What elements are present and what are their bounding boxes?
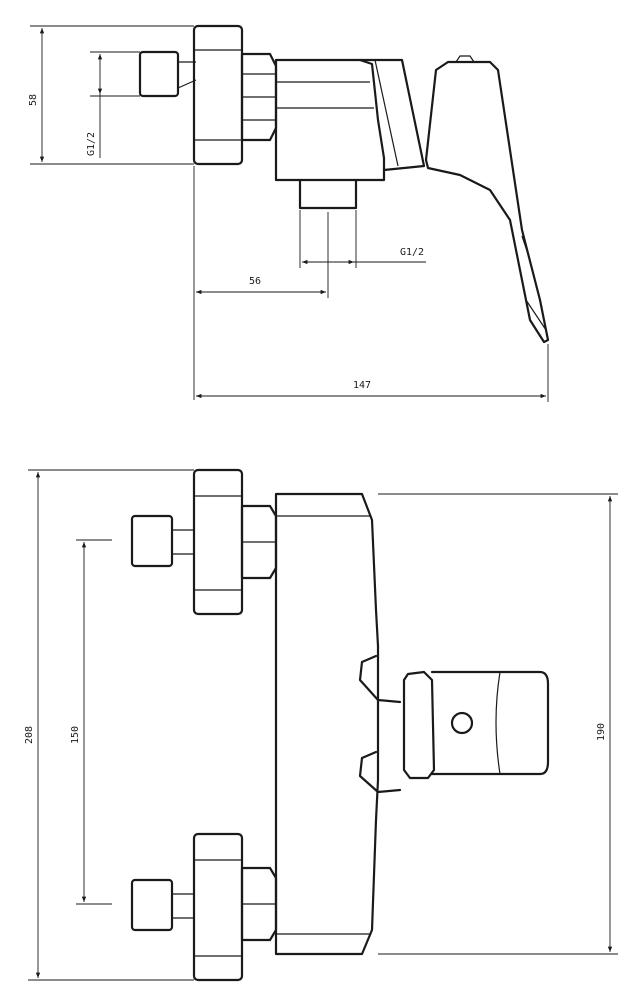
- side-view: 58 G1/2 G1/2 56 147: [28, 24, 550, 402]
- dim-height-58: 58: [28, 94, 39, 106]
- outlet-stub-side: [298, 178, 358, 210]
- dim-depth-56: 56: [249, 276, 261, 287]
- dim-body-height-190: 190: [596, 723, 607, 741]
- cartridge-collar: [358, 58, 426, 172]
- inlet-stub-bottom: [130, 878, 174, 932]
- dim-thread-inlet: G1/2: [86, 132, 97, 156]
- wall-flange-bottom: [192, 832, 244, 982]
- lever-face: [402, 670, 436, 780]
- dim-thread-outlet: G1/2: [400, 247, 424, 258]
- lever-handle-side: [424, 60, 550, 344]
- mixer-body-side: [274, 58, 386, 182]
- inlet-stub-side: [138, 50, 180, 98]
- dim-inlet-spacing-150: 150: [70, 726, 81, 744]
- dim-length-147: 147: [353, 380, 371, 391]
- temperature-indicator-hole: [450, 711, 474, 735]
- collar-lower: [358, 750, 402, 794]
- lever-cap: [455, 55, 475, 63]
- collar-upper: [358, 654, 402, 704]
- wall-flange-side: [192, 24, 244, 166]
- front-view: 208 150 190: [24, 468, 618, 982]
- inlet-stub-top: [130, 514, 174, 568]
- dim-total-height-208: 208: [24, 726, 35, 744]
- wall-flange-top: [192, 468, 244, 616]
- lever-handle-front: [430, 670, 550, 776]
- mixer-body-front: [274, 492, 380, 956]
